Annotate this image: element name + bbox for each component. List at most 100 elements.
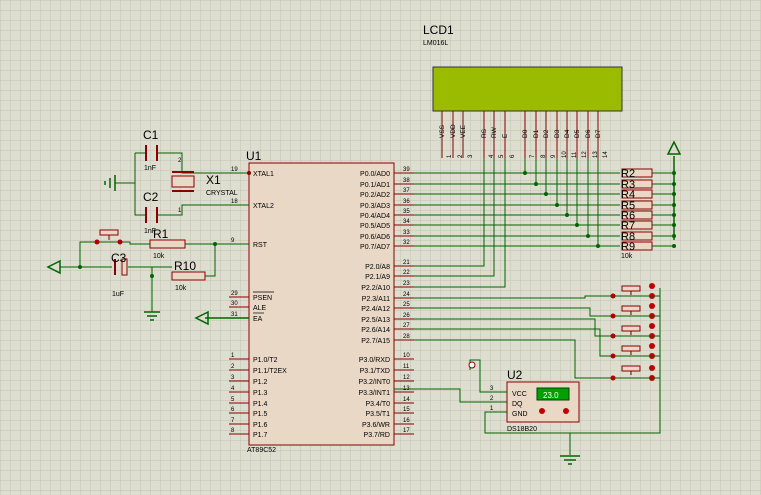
- keypad-button[interactable]: [610, 283, 661, 299]
- lcd-pin-label: VEE: [460, 124, 467, 138]
- c3-capacitor[interactable]: [114, 258, 128, 276]
- lcd-pin-number: 7: [530, 154, 536, 158]
- mcu-right-pin-label: P2.7/A15: [361, 338, 390, 345]
- mcu-right-pin-number: 38: [403, 178, 410, 184]
- r1-resistor[interactable]: [149, 239, 186, 249]
- c2-capacitor[interactable]: [145, 207, 158, 223]
- mcu-right-pin-label: P0.2/AD2: [360, 192, 390, 199]
- mcu-right-pin-label: P2.2/A10: [361, 285, 390, 292]
- mcu-right-pin-label: P3.1/TXD: [360, 368, 390, 375]
- mcu-ref: U1: [246, 149, 262, 163]
- mcu-right-pin-number: 14: [403, 397, 410, 403]
- lcd-pin-label: D0: [522, 129, 529, 138]
- c2-value: 1nF: [144, 228, 156, 235]
- mcu-left-pin-number: 30: [231, 301, 238, 307]
- mcu-right-pin-number: 32: [403, 240, 410, 246]
- mcu-right-pin-label: P0.1/AD1: [360, 182, 390, 189]
- r10-ref: R10: [174, 259, 196, 273]
- ds18b20-sensor[interactable]: [506, 381, 580, 423]
- p2-button-wire: [414, 307, 612, 317]
- wire-junction: [544, 192, 548, 196]
- lcd-pin-label: D7: [595, 129, 602, 138]
- lcd-pin-number: 5: [499, 154, 505, 158]
- mcu-right-pin-label: P2.6/A14: [361, 327, 390, 334]
- mcu-left-pin-number: 5: [231, 397, 235, 403]
- mcu-left-pin-label: P1.7: [253, 432, 268, 439]
- sensor-ref: U2: [507, 368, 523, 382]
- mcu-right-pin-label: P3.3/INT1: [358, 390, 390, 397]
- lcd-pin-label: D1: [533, 129, 540, 138]
- rpack-value: 10k: [621, 253, 633, 260]
- lcd-ref: LCD1: [423, 23, 454, 37]
- sensor-pinnum-2: 2: [490, 396, 494, 402]
- mcu-right-pin-number: 37: [403, 188, 410, 194]
- power-arrow-left: [46, 259, 61, 275]
- rpack-ref: R2: [621, 168, 635, 180]
- mcu-right-pin-number: 28: [403, 334, 410, 340]
- mcu-right-pin-label: P2.4/A12: [361, 306, 390, 313]
- c1-capacitor[interactable]: [145, 145, 158, 161]
- sensor-part: DS18B20: [507, 426, 537, 433]
- mcu-left-pins: XTAL119XTAL218RST9PSEN29ALE30EA31P1.0/T2…: [229, 167, 287, 439]
- mcu-left-pin-number: 8: [231, 428, 235, 434]
- mcu-left-pin-label: XTAL1: [253, 171, 274, 178]
- mcu-right-pins: P0.0/AD039P0.1/AD138P0.2/AD237P0.3/AD336…: [358, 167, 414, 439]
- mcu-left-pin-number: 2: [231, 364, 235, 370]
- rpack-ref: R3: [621, 179, 635, 191]
- lcd-pin-label: D3: [554, 129, 561, 138]
- keypad-button[interactable]: [610, 303, 661, 319]
- lcd-pins: VSS1VDD2VEE3RS4RW5E6D07D18D29D310D411D51…: [439, 111, 609, 158]
- wire-junction: [555, 203, 559, 207]
- lcd-pin-number: 11: [572, 151, 578, 158]
- lcd-control-wire: [414, 158, 506, 288]
- mcu-right-pin-number: 22: [403, 270, 410, 276]
- reset-pushbutton[interactable]: [94, 229, 123, 245]
- r10-resistor[interactable]: [171, 271, 206, 281]
- mcu-right-pin-number: 16: [403, 418, 410, 424]
- lcd-pin-label: D2: [543, 129, 550, 138]
- mcu-left-pin-number: 4: [231, 386, 235, 392]
- mcu-left-pin-number: 18: [231, 199, 238, 205]
- mcu-right-pin-label: P0.7/AD7: [360, 244, 390, 251]
- mcu-left-pin-number: 9: [231, 238, 235, 244]
- p2-button-wire: [414, 328, 612, 357]
- r1-ref: R1: [153, 227, 169, 241]
- lcd-pin-number: 10: [562, 151, 568, 158]
- lcd-body[interactable]: [432, 66, 623, 112]
- lcd-pin-label: RS: [481, 128, 488, 138]
- lcd-pin-number: 1: [447, 154, 453, 158]
- r1-value: 10k: [153, 253, 165, 260]
- mcu-right-pin-number: 12: [403, 375, 410, 381]
- lcd-pin-number: 13: [593, 151, 599, 158]
- mcu-left-pin-label: P1.5: [253, 411, 268, 418]
- mcu-right-pin-label: P3.4/T0: [365, 401, 390, 408]
- lcd-pin-label: D4: [564, 129, 571, 138]
- mcu-left-pin-label: P1.1/T2EX: [253, 368, 287, 375]
- mcu-right-pin-label: P3.6/WR: [362, 422, 390, 429]
- lcd-pin-number: 9: [551, 154, 557, 158]
- sensor-pinnum-1: 1: [490, 406, 494, 412]
- rpack-ref: R6: [621, 210, 635, 222]
- sensor-reading: 23.0: [543, 391, 559, 400]
- mcu-right-pin-label: P3.0/RXD: [359, 357, 390, 364]
- keypad-button[interactable]: [610, 365, 661, 381]
- rpack-ref: R8: [621, 231, 635, 243]
- mcu-right-pin-number: 11: [403, 364, 410, 370]
- mcu-right-pin-label: P0.0/AD0: [360, 171, 390, 178]
- mcu-left-pin-label: P1.6: [253, 422, 268, 429]
- sensor-pin-dq: DQ: [512, 401, 523, 408]
- mcu-right-pin-number: 35: [403, 209, 410, 215]
- mcu-right-pin-number: 27: [403, 323, 410, 329]
- keypad-button[interactable]: [610, 323, 661, 339]
- lcd-pin-number: 8: [541, 154, 547, 158]
- ea-power-arrow: [194, 310, 249, 326]
- mcu-right-pin-number: 39: [403, 167, 410, 173]
- x1-crystal[interactable]: 21: [171, 158, 195, 214]
- lcd-pin-label: VDD: [450, 124, 457, 138]
- mcu-left-pin-number: 31: [231, 312, 238, 318]
- mcu-right-pin-label: P0.4/AD4: [360, 213, 390, 220]
- mcu-body[interactable]: [248, 162, 395, 446]
- keypad-button[interactable]: [610, 343, 661, 359]
